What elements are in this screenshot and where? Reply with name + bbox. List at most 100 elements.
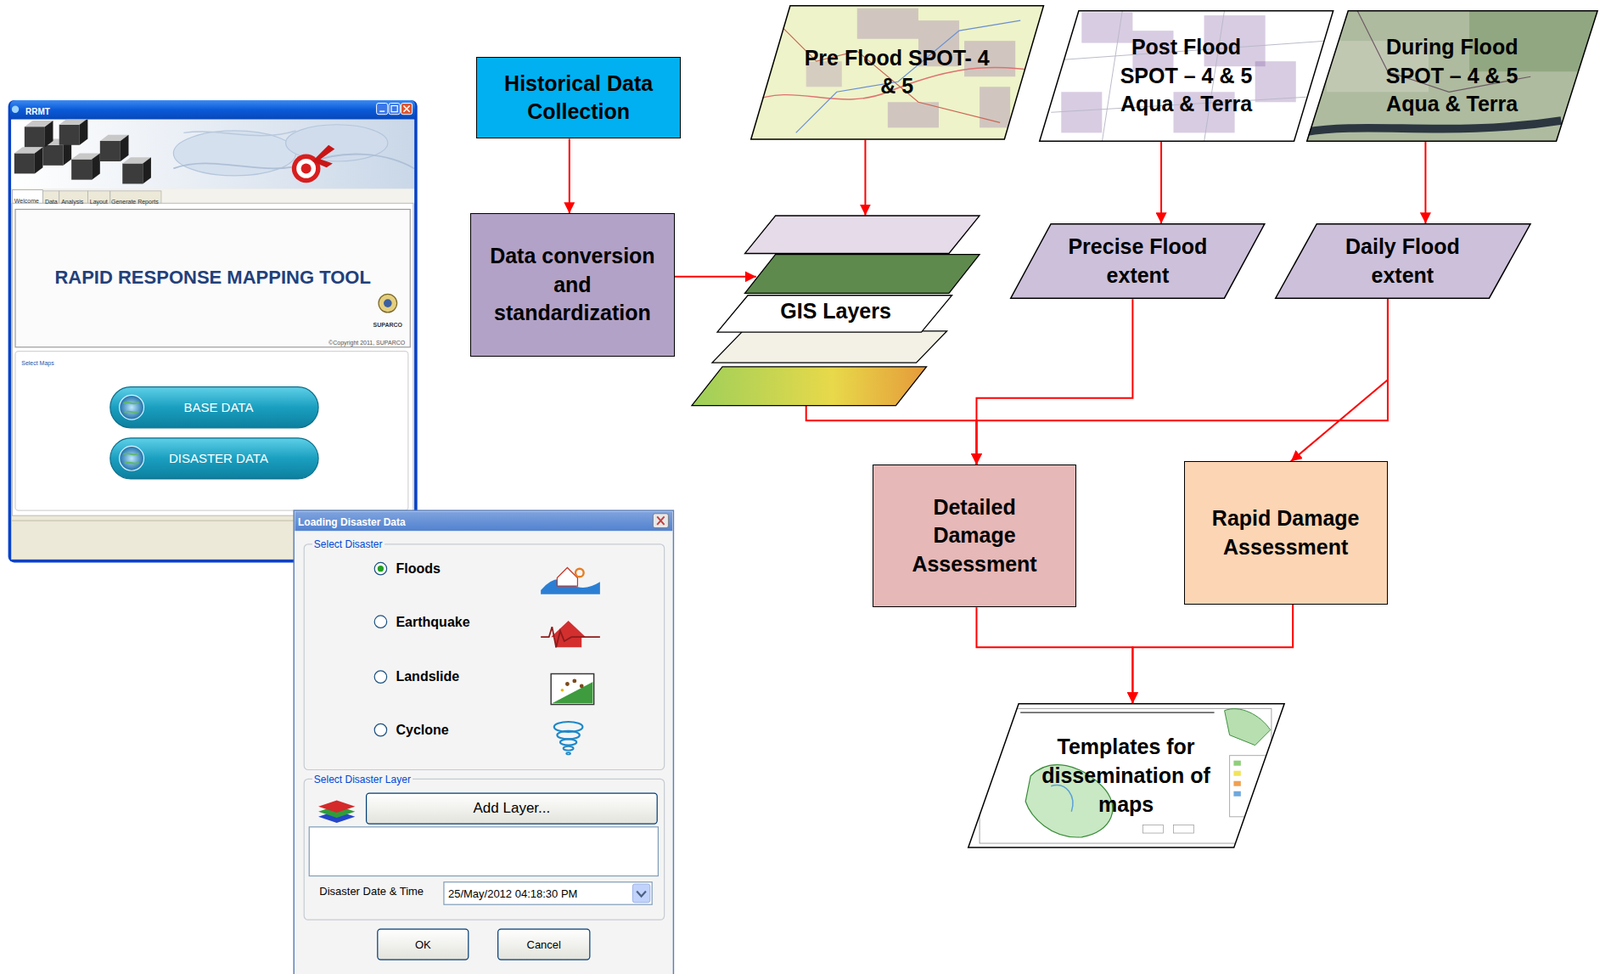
circle-part [119,445,145,471]
process-box: Rapid Damage Assessment [1184,460,1388,604]
text-holder: Historical Data Collection [491,69,666,128]
rect-part [857,8,919,40]
flow-arrow [1291,298,1388,461]
ui-text: ©Copyright 2011, SUPARCO [328,339,405,346]
flow-arrow [976,298,1133,465]
label-holder: Earthquake [395,613,470,630]
node-label: Pre Flood SPOT- 4 & 5 [804,45,990,99]
rect-part [979,707,1272,843]
rect-part [110,387,319,428]
text-holder: Select Disaster Layer [312,770,413,786]
path-part [636,891,646,897]
circle-part [561,688,565,692]
tab-label: Welcome [14,197,40,204]
ui-text: DISASTER DATA [168,450,269,466]
flow-arrow [976,606,1133,703]
use-part [71,152,101,180]
flow-arrow [1160,141,1163,224]
rect-part [1255,61,1297,102]
tab-label: Analysis [61,198,84,205]
path-part [1040,10,1327,142]
node-label: During Flood SPOT – 4 & 5 Aqua & Terra [1386,34,1519,117]
circle-part [374,615,387,628]
text-holder: Loading Disaster Data [297,513,406,529]
node-label: Detailed Damage Assessment [911,494,1037,577]
circle-part [383,298,393,308]
label-holder: Cyclone [395,721,449,738]
ui-text: BASE DATA [183,399,253,415]
text-holder: Add Layer... [473,799,551,817]
flow-arrow [864,140,866,216]
node-label: Historical Data Collection [504,71,653,124]
ui-text: Add Layer... [473,799,551,816]
rect-part [1233,760,1241,766]
text-holder: Post Flood SPOT – 4 & 5 Aqua & Terra [1107,33,1265,119]
rect-part [10,100,416,120]
text-holder: Templates for dissemination of maps [1032,732,1220,819]
process-box: Data conversion and standardization [470,213,674,356]
path-part [123,453,139,464]
ui-text: Disaster Date & Time [319,884,424,898]
text-holder: Select Maps [21,353,55,369]
ellipse-part [560,738,577,745]
group-box: Select MapsBASE DATA DISASTER DATA [15,351,409,511]
rect-part [308,826,658,876]
text-holder: 25/May/2012 04:18:30 PM [448,885,579,901]
data-parallelogram: Post Flood SPOT – 4 & 5 Aqua & Terra [1038,10,1334,142]
shape-outline [750,5,1044,140]
rect-part [366,792,658,824]
title-panel: RAPID RESPONSE MAPPING TOOLSUPARCO©Copyr… [15,208,410,347]
rect-part [294,510,673,531]
rect-part [15,209,410,348]
ui-text: 25/May/2012 04:18:30 PM [448,887,579,900]
rect-part [1142,824,1163,833]
circle-part [579,684,584,689]
flow-arrow [568,138,571,214]
text-holder: GIS Layers [780,297,892,326]
map-layer [712,331,947,363]
shape-outline [1307,11,1598,142]
menu-button: BASE DATA [110,387,319,428]
rect-part [1061,91,1102,133]
rect-part [11,119,415,560]
combo-box: 25/May/2012 04:18:30 PM [443,881,652,904]
circle-part [301,162,312,174]
output-parallelogram: Templates for dissemination of maps [967,702,1286,848]
rect-part [303,544,664,770]
rect-part [498,928,590,960]
rect-part [11,202,413,516]
path-part [656,516,664,525]
text-holder: RRMT [25,102,51,118]
rect-part [400,102,412,114]
text-holder: DISASTER DATA [168,450,269,466]
path-part [540,626,601,647]
data-parallelogram: During Flood SPOT – 4 & 5 Aqua & Terra [1306,10,1599,142]
text-holder: Cancel [527,936,562,952]
ui-text: OK [415,937,432,951]
ui-text: Loading Disaster Data [297,516,406,528]
path-part [1050,785,1073,812]
text-holder: Disaster Date & Time [319,882,424,899]
circle-part [374,670,387,683]
path-part [403,105,410,112]
process-box: Historical Data Collection [476,56,680,139]
rect-part [110,437,319,479]
ui-text: SUPARCO [373,321,403,328]
ellipse-part [556,730,579,740]
push-button: Add Layer... [366,792,658,824]
ui-text: Select Maps [21,359,55,366]
circle-part [572,679,577,684]
rect-part [1233,780,1241,786]
line-part [1020,711,1214,713]
rect-part [391,105,398,112]
map-layer [717,294,952,332]
path-part [123,402,139,413]
text-holder: Rapid Damage Assessment [1205,504,1367,562]
push-button: OK [377,928,469,960]
use-part [100,134,130,162]
group-box: Select Disaster LayerDisaster Date & Tim… [303,778,664,920]
label-holder: Layout [89,191,108,208]
circle-part [377,565,384,572]
